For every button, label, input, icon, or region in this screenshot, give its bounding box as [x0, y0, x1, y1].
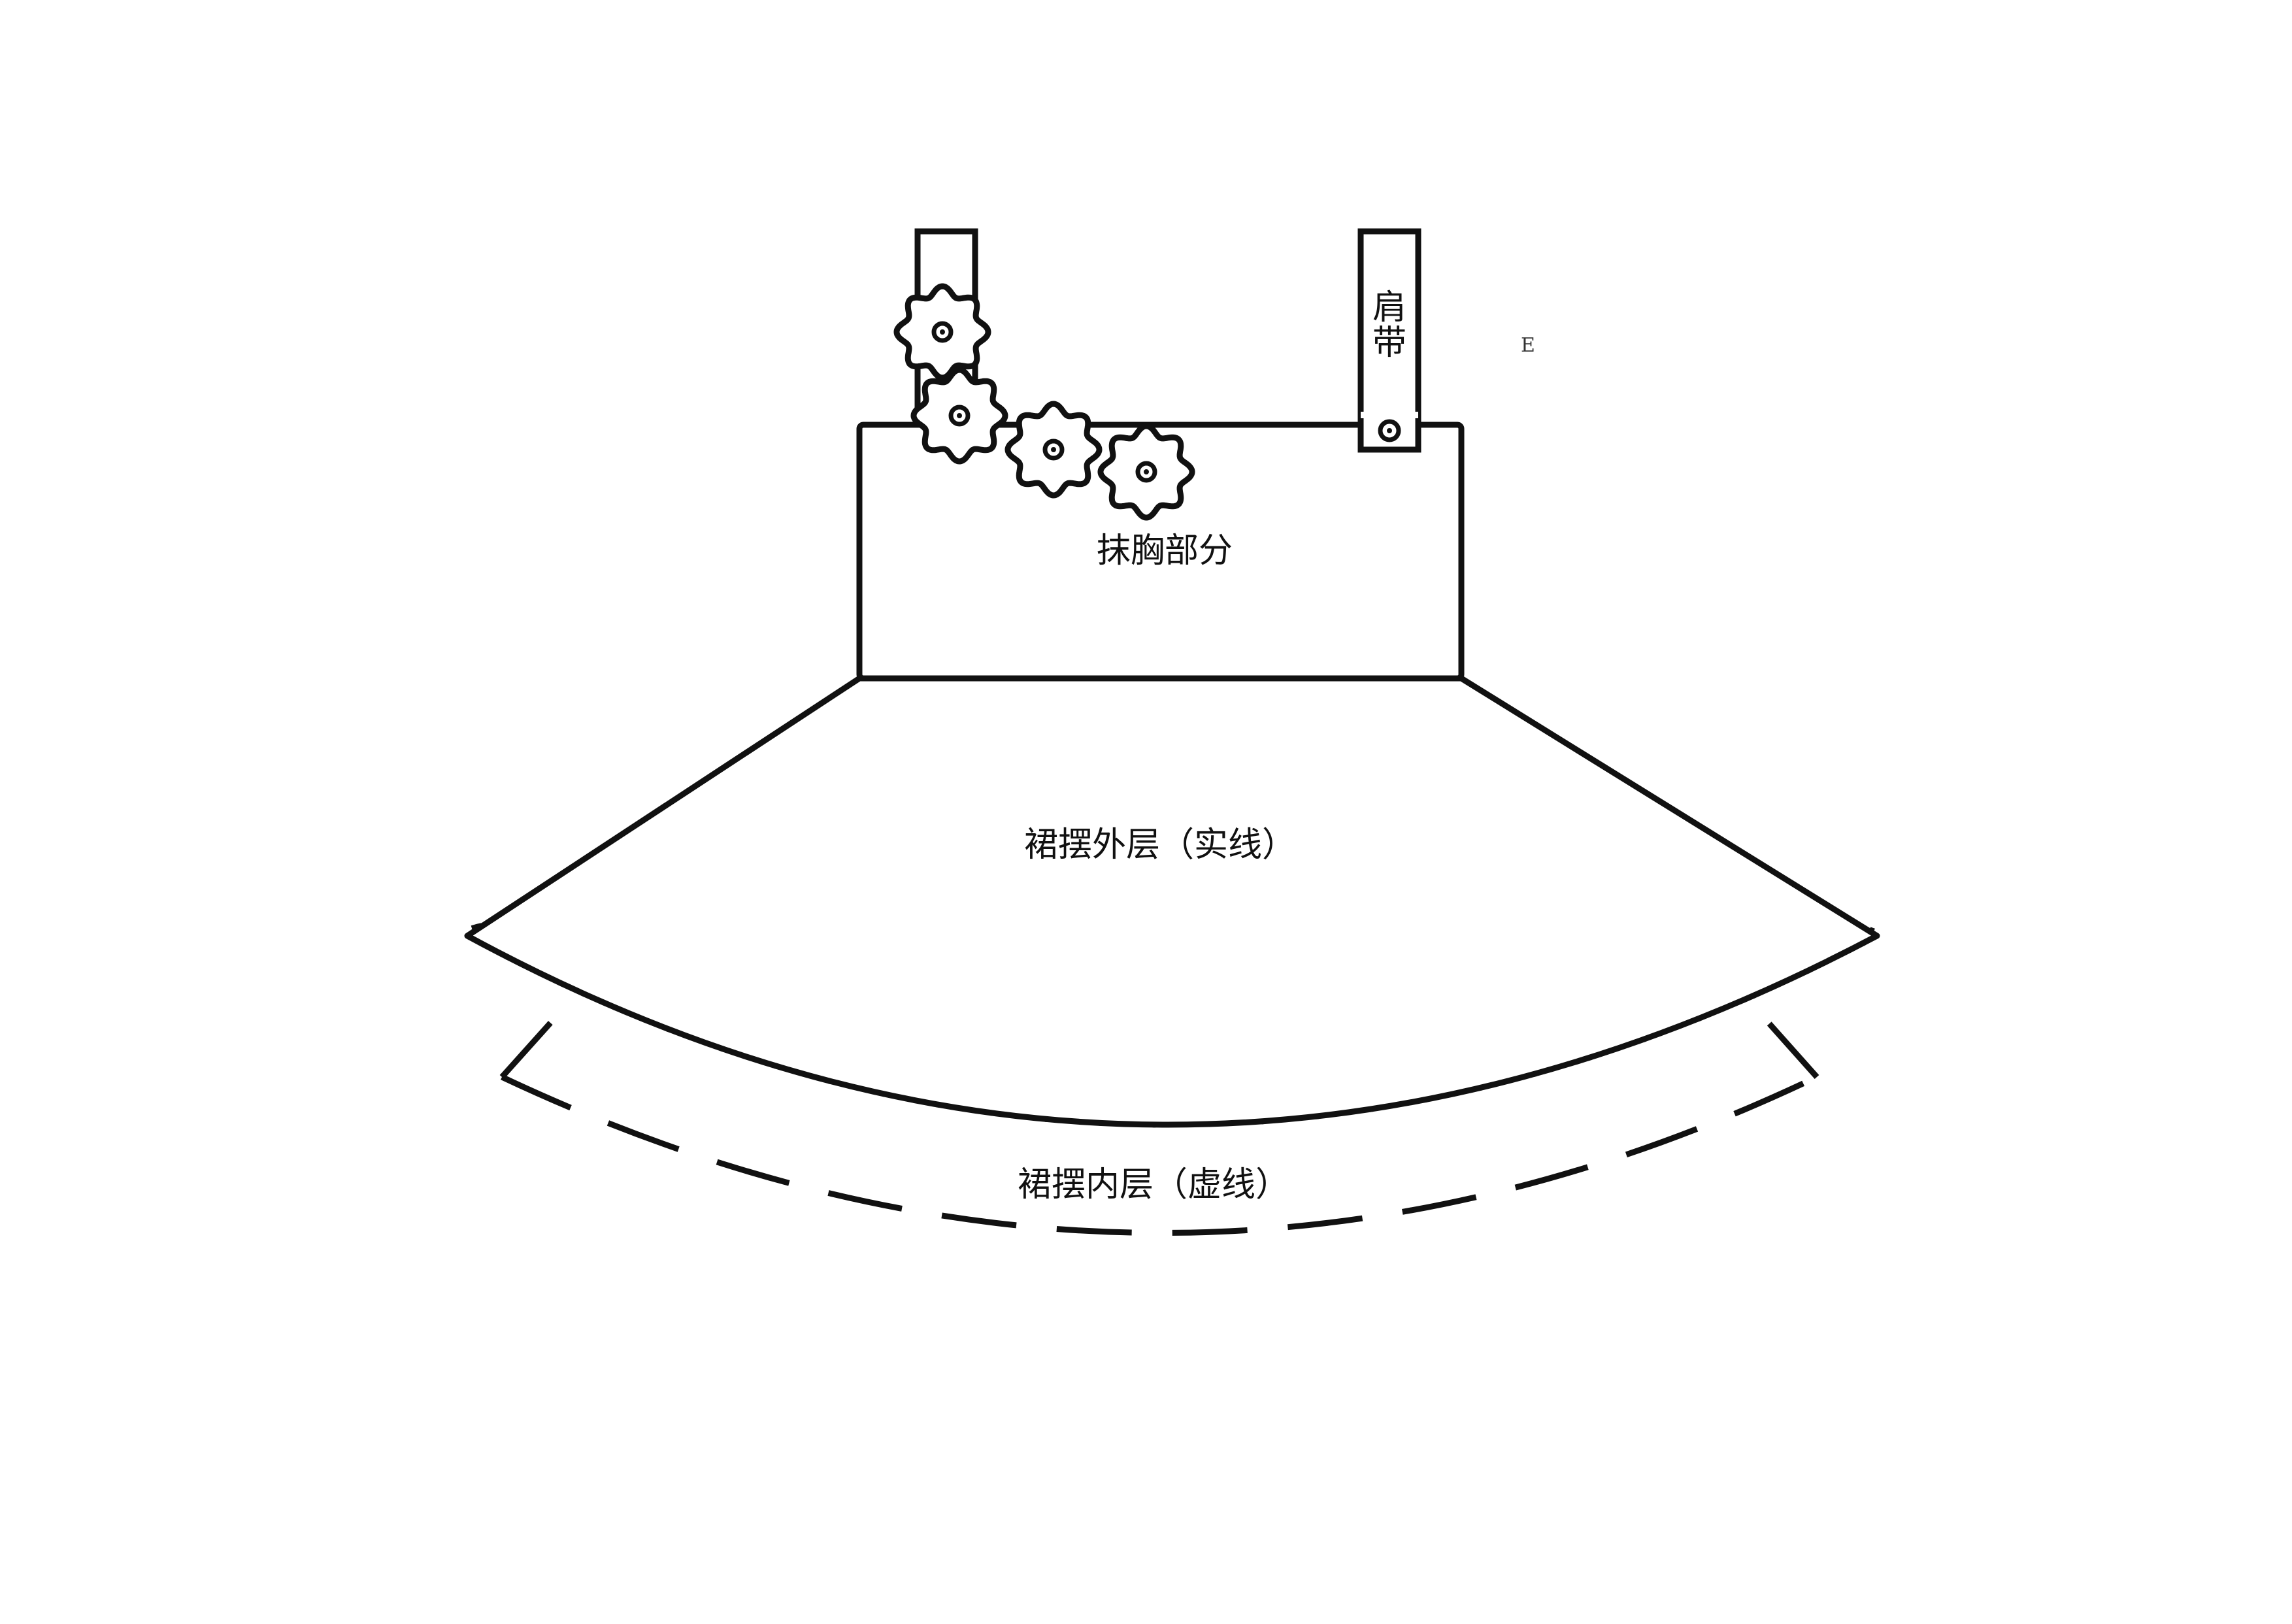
- flower-center-dot: [1144, 469, 1149, 474]
- strap-label-char: 肩: [1372, 288, 1406, 327]
- corner-mark: E: [1521, 334, 1535, 357]
- strap-label-char: 带: [1372, 323, 1406, 363]
- flower-center-dot: [957, 413, 962, 418]
- gear-flower-icon: [893, 283, 991, 381]
- outer-skirt-solid: [464, 675, 1880, 1128]
- bodice-panel: [856, 422, 1465, 682]
- gear-flower-icon: [910, 367, 1008, 465]
- button-icon: [1378, 419, 1401, 442]
- inner-skirt-label: 裙摆内层（虚线）: [1018, 1165, 1289, 1204]
- flower-center-dot: [940, 329, 945, 335]
- outer-skirt-label: 裙摆外层（实线）: [1024, 825, 1296, 865]
- gear-flower-icon: [1005, 401, 1103, 499]
- flower-center-dot: [1051, 447, 1056, 452]
- bodice-label: 抹胸部分: [1097, 531, 1233, 571]
- right-strap-front-outline: [1357, 418, 1421, 453]
- strap-label: 肩带: [1372, 288, 1406, 363]
- flower-decorations: [893, 283, 1195, 521]
- gear-flower-icon: [1097, 423, 1195, 521]
